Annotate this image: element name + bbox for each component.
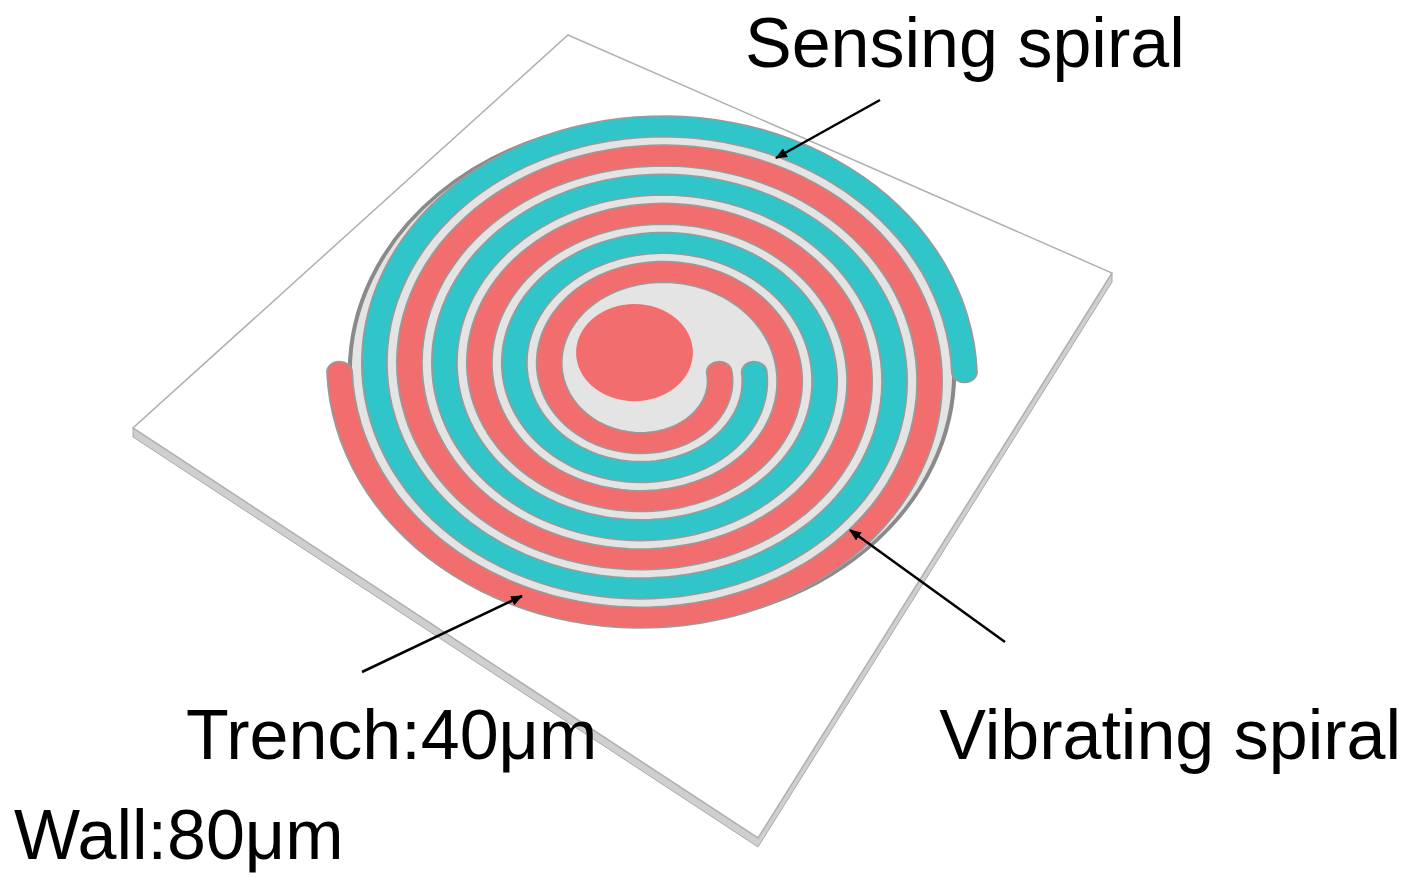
spiral-structure — [340, 120, 965, 623]
part-label: Vibrating spiral — [939, 700, 1401, 770]
spiral-arm — [374, 126, 964, 588]
leader-line — [362, 596, 522, 672]
part-label: Wall:80μm — [14, 800, 343, 870]
part-label: Trench:40μm — [186, 700, 597, 770]
center-pad — [576, 304, 693, 401]
leader-line — [776, 100, 880, 158]
part-label: Sensing spiral — [745, 8, 1185, 78]
leader-line — [850, 530, 1005, 642]
